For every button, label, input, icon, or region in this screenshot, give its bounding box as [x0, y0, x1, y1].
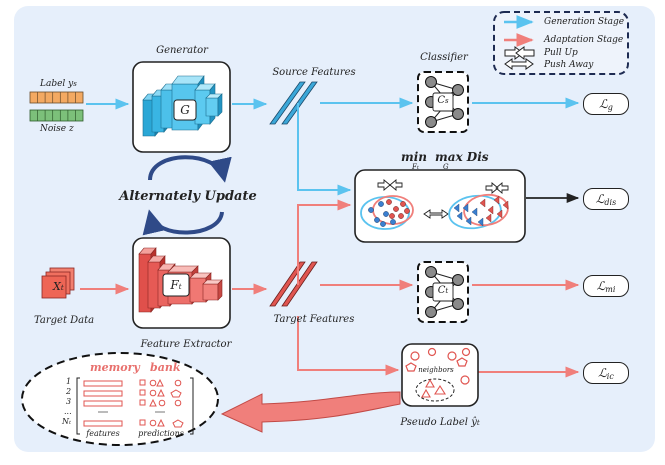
memory-title-left: memory	[90, 361, 140, 374]
label-ys-bar	[29, 91, 84, 104]
neighbors-label: neighbors	[418, 366, 454, 374]
extractor-title: Feature Extractor	[140, 339, 232, 350]
noise-z-bar	[29, 109, 84, 122]
legend-generation-label: Generation Stage	[544, 17, 625, 27]
pull-up-icon	[504, 46, 535, 60]
push-away-icon-center	[423, 209, 449, 219]
generator-symbol-box	[173, 99, 197, 121]
classifier-title: Classifier	[420, 52, 468, 63]
dis-max-sub: G	[443, 163, 449, 171]
memory-features-label: features	[86, 429, 120, 438]
classifier-cs-box	[417, 71, 469, 133]
memory-row-3: 3	[66, 397, 72, 406]
memory-title-right: bank	[150, 361, 181, 374]
memory-row-dots: ...	[64, 407, 72, 416]
legend-push-away-label: Push Away	[544, 60, 594, 70]
extractor-symbol: Ft	[170, 278, 182, 292]
memory-row-1: 1	[66, 377, 72, 386]
pseudo-label-box	[401, 343, 479, 407]
classifier-ct-box	[417, 261, 469, 323]
dis-min-label: min	[401, 150, 427, 164]
target-features-slabs	[269, 261, 318, 307]
memory-update-arrow	[220, 391, 401, 433]
discrepancy-box	[354, 169, 526, 243]
dis-min-sub: Ft	[412, 163, 419, 171]
target-to-pseudo-arrow	[297, 316, 400, 376]
generator-title: Generator	[156, 45, 208, 56]
memory-bank	[21, 352, 219, 446]
source-features-slabs	[269, 81, 318, 125]
pull-up-icon-left	[377, 179, 403, 191]
classifier-cs-symbol: Cs	[437, 95, 449, 106]
target-symbol: Xt	[53, 280, 64, 293]
alternately-update-label: Alternately Update	[119, 189, 257, 204]
source-to-dis-arrow	[297, 103, 352, 196]
legend-box	[493, 11, 629, 75]
extractor-symbol-box	[162, 273, 190, 297]
target-data-stack	[41, 267, 75, 299]
legend-pull-up-label: Pull Up	[544, 48, 578, 58]
pseudo-label-title: Pseudo Label ŷt	[400, 417, 480, 428]
target-data-label: Target Data	[34, 315, 95, 326]
target-to-dis-arrow	[297, 199, 352, 285]
noise-z-text: Noise z	[40, 124, 74, 134]
generator-symbol: G	[180, 103, 190, 117]
push-away-icon	[504, 58, 534, 70]
target-features-label: Target Features	[273, 314, 355, 325]
dis-max-label: max Dis	[435, 150, 489, 164]
memory-predictions-label: predictions	[138, 429, 184, 438]
alternately-update-arrows	[142, 155, 232, 236]
memory-row-n: Nt	[62, 417, 72, 426]
generator-box	[132, 61, 231, 153]
legend-adaptation-label: Adaptation Stage	[544, 35, 624, 45]
label-ys-text: Label ys	[40, 79, 77, 89]
pull-up-icon-right	[485, 182, 509, 194]
extractor-box	[132, 237, 231, 329]
source-features-label: Source Features	[272, 67, 356, 78]
memory-row-2: 2	[66, 387, 72, 396]
classifier-ct-symbol: Ct	[437, 285, 449, 296]
